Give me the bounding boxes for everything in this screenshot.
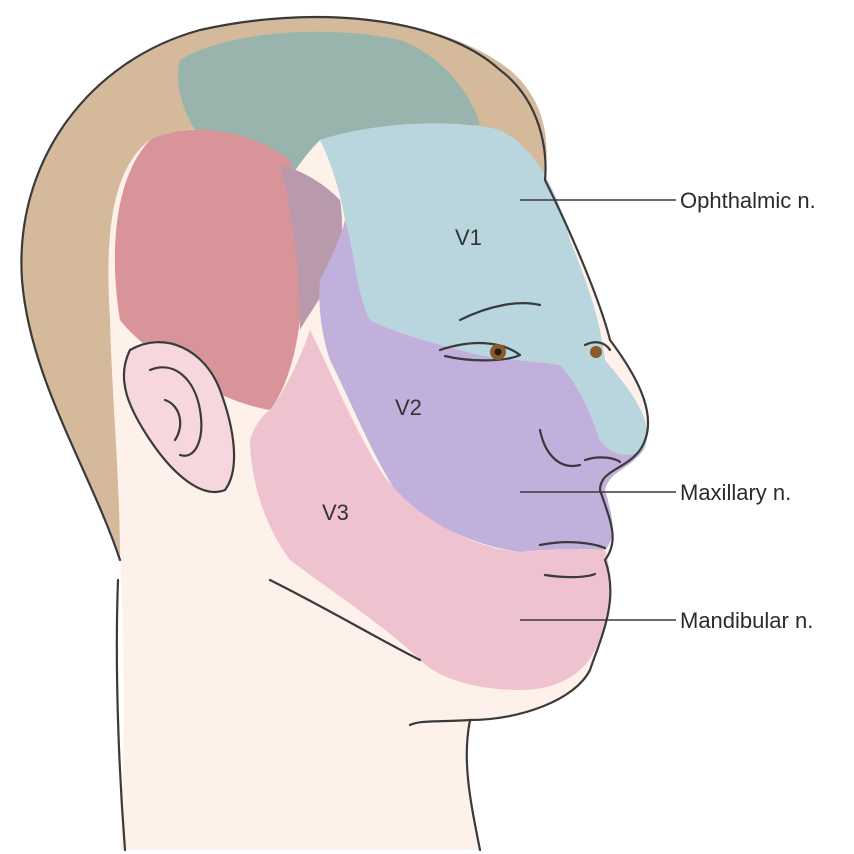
v1-label: V1 — [455, 225, 482, 250]
mandibular-callout: Mandibular n. — [680, 608, 813, 633]
far-eye-iris — [590, 346, 602, 358]
ophthalmic-callout: Ophthalmic n. — [680, 188, 816, 213]
eye-pupil — [495, 349, 502, 356]
maxillary-callout: Maxillary n. — [680, 480, 791, 505]
v3-label: V3 — [322, 500, 349, 525]
v2-label: V2 — [395, 395, 422, 420]
